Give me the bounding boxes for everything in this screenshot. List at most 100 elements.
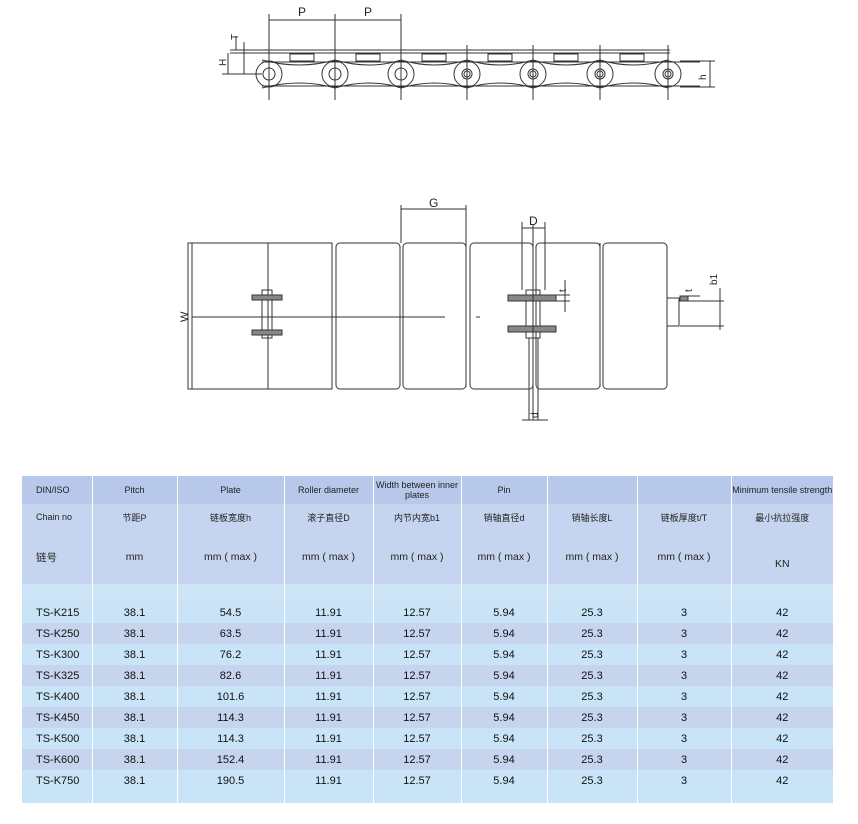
table-cell: 42: [730, 749, 833, 770]
header-cell: 链板宽度h: [176, 504, 284, 530]
table-cell: 11.91: [283, 749, 373, 770]
table-cell: 3: [636, 749, 731, 770]
table-cell: 38.1: [91, 749, 177, 770]
chain-no-cell: TS-K215: [22, 602, 92, 623]
table-cell: 5.94: [460, 602, 547, 623]
table-cell: 11.91: [283, 665, 373, 686]
header-cell: mm ( max ): [176, 530, 284, 584]
b1-label: b1: [709, 273, 720, 285]
header-cell: mm: [91, 530, 177, 584]
header-cell: 销轴直径d: [460, 504, 547, 530]
table-cell: 42: [730, 644, 833, 665]
header-cell: 节距P: [91, 504, 177, 530]
table-cell: 11.91: [283, 644, 373, 665]
table-cell: 42: [730, 770, 833, 791]
table-cell: 12.57: [372, 728, 461, 749]
table-cell: 42: [730, 665, 833, 686]
t-plan-label: t: [558, 289, 569, 292]
header-cell: Roller diameter: [283, 476, 373, 504]
table-cell: 25.3: [546, 749, 637, 770]
header-cell: 内节内宽b1: [372, 504, 461, 530]
table-cell: 38.1: [91, 602, 177, 623]
table-cell: 42: [730, 686, 833, 707]
table-cell: 82.6: [176, 665, 284, 686]
table-cell: 11.91: [283, 686, 373, 707]
chain-no-cell: TS-K300: [22, 644, 92, 665]
table-cell: 3: [636, 707, 731, 728]
technical-drawing: P P T H h G D W t t b1 d: [179, 5, 724, 421]
table-cell: 42: [730, 602, 833, 623]
header-cell: mm ( max ): [372, 530, 461, 584]
w-label: W: [179, 311, 191, 322]
chain-drawing-svg: P P T H h G D W t t b1 d: [179, 5, 724, 421]
table-cell: 25.3: [546, 644, 637, 665]
table-cell: 114.3: [176, 707, 284, 728]
header-cell: mm ( max ): [283, 530, 373, 584]
header-cell: 链板厚度t/T: [636, 504, 731, 530]
chain-no-cell: TS-K400: [22, 686, 92, 707]
table-cell: 11.91: [283, 707, 373, 728]
header-cell: 最小抗拉强度: [730, 504, 833, 530]
table-cell: 152.4: [176, 749, 284, 770]
g-label: G: [429, 196, 438, 210]
header-cell: mm ( max ): [546, 530, 637, 584]
header-cell: DIN/ISO: [22, 476, 92, 504]
chain-no-cell: TS-K600: [22, 749, 92, 770]
chain-no-cell: TS-K250: [22, 623, 92, 644]
chain-no-cell: TS-K750: [22, 770, 92, 791]
h-side-label: H: [218, 59, 229, 66]
header-cell: Chain no: [22, 504, 92, 530]
header-cell: Width between inner plates: [372, 476, 461, 504]
t-side-label: T: [230, 34, 241, 40]
spec-table: DIN/ISO Pitch Plate Roller diameter Widt…: [22, 476, 833, 803]
table-cell: 38.1: [91, 623, 177, 644]
chain-no-cell: TS-K325: [22, 665, 92, 686]
header-row-1: DIN/ISO Pitch Plate Roller diameter Widt…: [22, 476, 833, 504]
table-cell: 5.94: [460, 770, 547, 791]
table-cell: 11.91: [283, 602, 373, 623]
table-cell: 5.94: [460, 749, 547, 770]
pitch-label-2: P: [364, 5, 372, 19]
table-cell: 76.2: [176, 644, 284, 665]
table-cell: 3: [636, 770, 731, 791]
table-cell: 11.91: [283, 770, 373, 791]
header-cell: 链号: [22, 530, 92, 584]
spacer-row: [22, 791, 833, 803]
header-cell: Pitch: [91, 476, 177, 504]
table-cell: 12.57: [372, 665, 461, 686]
header-cell: KN: [730, 530, 833, 584]
t-plan-label-2: t: [684, 289, 695, 292]
table-cell: 5.94: [460, 707, 547, 728]
header-cell: mm ( max ): [460, 530, 547, 584]
chain-no-cell: TS-K500: [22, 728, 92, 749]
table-cell: 3: [636, 644, 731, 665]
table-cell: 25.3: [546, 707, 637, 728]
header-cell: 滚子直径D: [283, 504, 373, 530]
table-cell: 5.94: [460, 623, 547, 644]
table-cell: 5.94: [460, 644, 547, 665]
table-cell: 3: [636, 665, 731, 686]
plan-view: [187, 205, 724, 421]
header-cell: Minimum tensile strength: [730, 476, 833, 504]
side-view: [222, 14, 715, 100]
table-cell: 12.57: [372, 623, 461, 644]
table-cell: 12.57: [372, 686, 461, 707]
table-cell: 12.57: [372, 770, 461, 791]
spacer-row: [22, 584, 833, 602]
table-cell: 42: [730, 707, 833, 728]
table-cell: 25.3: [546, 602, 637, 623]
table-cell: 12.57: [372, 602, 461, 623]
table-cell: 101.6: [176, 686, 284, 707]
table-cell: 38.1: [91, 644, 177, 665]
header-cell: Plate: [176, 476, 284, 504]
table-cell: 54.5: [176, 602, 284, 623]
header-cell: Pin: [460, 476, 547, 504]
header-cell: 销轴长度L: [546, 504, 637, 530]
table-cell: 38.1: [91, 686, 177, 707]
table-cell: 25.3: [546, 665, 637, 686]
